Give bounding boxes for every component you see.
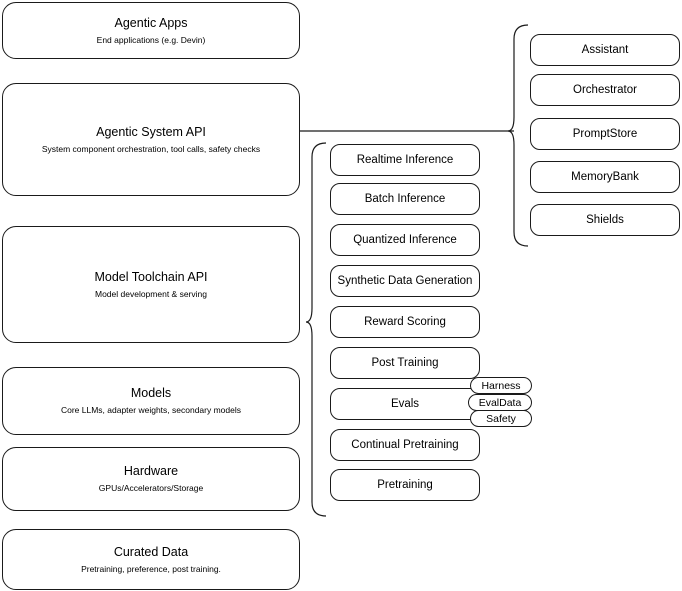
layer-title: Agentic System API xyxy=(96,124,206,139)
evals-subcomponent-safety[interactable]: Safety xyxy=(470,410,532,427)
brace-toolchain-components xyxy=(305,142,327,517)
component-label: Post Training xyxy=(371,357,439,369)
component-reward-scoring[interactable]: Reward Scoring xyxy=(330,306,480,338)
layer-title: Model Toolchain API xyxy=(94,269,208,284)
pill-label: EvalData xyxy=(478,396,522,409)
component-label: Assistant xyxy=(581,44,629,56)
component-post-training[interactable]: Post Training xyxy=(330,347,480,379)
component-label: Continual Pretraining xyxy=(351,439,459,451)
component-label: Synthetic Data Generation xyxy=(337,275,473,287)
layer-subtitle: End applications (e.g. Devin) xyxy=(96,34,206,45)
evals-subcomponent-evaldata[interactable]: EvalData xyxy=(468,394,532,411)
component-batch-inference[interactable]: Batch Inference xyxy=(330,183,480,215)
component-label: Realtime Inference xyxy=(356,154,454,166)
component-realtime-inference[interactable]: Realtime Inference xyxy=(330,144,480,176)
component-label: Quantized Inference xyxy=(353,234,457,246)
component-label: Pretraining xyxy=(377,479,433,491)
component-label: PromptStore xyxy=(572,128,638,140)
stack-layer-hardware[interactable]: Hardware GPUs/Accelerators/Storage xyxy=(2,447,300,511)
component-label: Evals xyxy=(390,398,420,410)
stack-layer-model-toolchain-api[interactable]: Model Toolchain API Model development & … xyxy=(2,226,300,343)
layer-subtitle: System component orchestration, tool cal… xyxy=(41,143,261,154)
component-label: Orchestrator xyxy=(573,84,637,96)
component-synthetic-data-generation[interactable]: Synthetic Data Generation xyxy=(330,265,480,297)
layer-title: Agentic Apps xyxy=(114,15,188,30)
component-label: Shields xyxy=(586,214,624,226)
layer-title: Hardware xyxy=(123,464,179,478)
component-label: Reward Scoring xyxy=(364,316,446,328)
component-label: MemoryBank xyxy=(571,171,639,183)
stack-layer-models[interactable]: Models Core LLMs, adapter weights, secon… xyxy=(2,367,300,435)
pill-label: Safety xyxy=(486,412,516,425)
component-label: Batch Inference xyxy=(364,193,446,205)
component-pretraining[interactable]: Pretraining xyxy=(330,469,480,501)
component-continual-pretraining[interactable]: Continual Pretraining xyxy=(330,429,480,461)
brace-system-components xyxy=(507,24,529,247)
component-shields[interactable]: Shields xyxy=(530,204,680,236)
component-memorybank[interactable]: MemoryBank xyxy=(530,161,680,193)
component-assistant[interactable]: Assistant xyxy=(530,34,680,66)
component-evals[interactable]: Evals xyxy=(330,388,480,420)
layer-subtitle: Core LLMs, adapter weights, secondary mo… xyxy=(60,405,241,415)
stack-layer-agentic-apps[interactable]: Agentic Apps End applications (e.g. Devi… xyxy=(2,2,300,59)
layer-subtitle: Model development & serving xyxy=(95,288,207,299)
stack-layer-agentic-system-api[interactable]: Agentic System API System component orch… xyxy=(2,83,300,196)
evals-subcomponent-harness[interactable]: Harness xyxy=(470,377,532,394)
pill-label: Harness xyxy=(481,379,521,392)
stack-layer-curated-data[interactable]: Curated Data Pretraining, preference, po… xyxy=(2,529,300,590)
layer-title: Curated Data xyxy=(113,544,189,559)
layer-subtitle: Pretraining, preference, post training. xyxy=(81,563,221,574)
component-quantized-inference[interactable]: Quantized Inference xyxy=(330,224,480,256)
layer-subtitle: GPUs/Accelerators/Storage xyxy=(98,483,204,493)
layer-title: Models xyxy=(130,386,172,400)
component-orchestrator[interactable]: Orchestrator xyxy=(530,74,680,106)
component-promptstore[interactable]: PromptStore xyxy=(530,118,680,150)
